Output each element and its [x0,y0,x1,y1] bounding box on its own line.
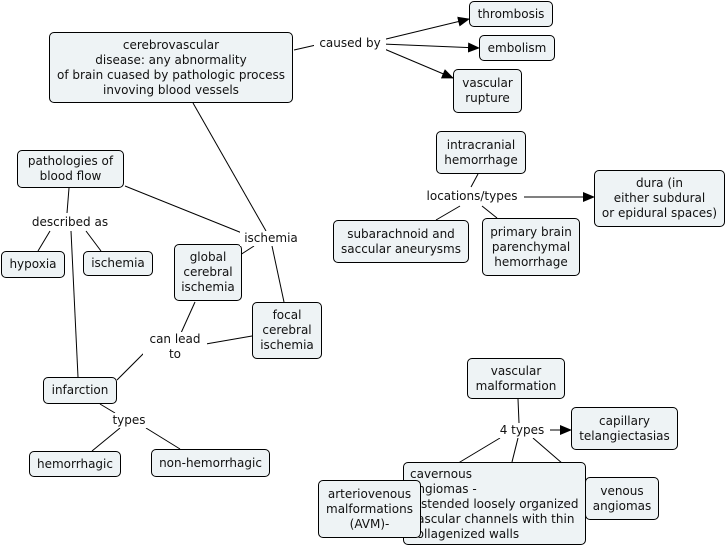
edge-fourtypes-cavernous [511,437,519,463]
edge-intracranial-locations [470,173,479,188]
label-caused-by: caused by [314,36,386,51]
node-ischemia[interactable]: ischemia [83,251,153,276]
edge-locations-subarachnoid [435,205,461,221]
node-vascular-malformation[interactable]: vascular malformation [467,358,565,399]
edge-described-ischemia [85,230,102,252]
node-primary-brain-hemorrhage[interactable]: primary brain parenchymal hemorrhage [482,218,580,276]
node-vascular-rupture[interactable]: vascular rupture [453,69,522,113]
edge-infarction-types [99,403,116,414]
edge-causedby-thrombosis [381,16,470,41]
edge-global-canlead [180,301,196,334]
edge-pathologies-described [66,187,70,214]
node-thrombosis[interactable]: thrombosis [469,1,553,27]
node-hemorrhagic[interactable]: hemorrhagic [29,451,121,477]
edge-cerebro-causedby [293,44,317,51]
label-ischemia-link: ischemia [240,231,302,246]
node-pathologies-of-blood-flow[interactable]: pathologies of blood flow [17,150,124,188]
node-intracranial-hemorrhage[interactable]: intracranial hemorrhage [436,131,526,174]
label-four-types: 4 types [494,423,550,438]
edge-types-hemorrhagic [91,427,121,452]
node-non-hemorrhagic[interactable]: non-hemorrhagic [151,449,270,477]
node-capillary-telangiectasias[interactable]: capillary telangiectasias [571,407,678,450]
edge-focal-canlead [199,335,253,346]
label-types: types [105,413,153,428]
node-cavernous-angiomas[interactable]: cavernous angiomas - distended loosely o… [403,462,586,545]
edge-pathologies-infarction [70,230,79,378]
node-hypoxia[interactable]: hypoxia [1,251,65,278]
node-cerebrovascular-disease[interactable]: cerebrovascular disease: any abnormality… [49,32,293,103]
node-dura[interactable]: dura (in either subdural or epidural spa… [594,170,725,227]
node-infarction[interactable]: infarction [43,377,117,404]
node-arteriovenous-malformations[interactable]: arteriovenous malformations (AVM)- [318,480,421,538]
edge-malformation-fourtypes [517,398,520,424]
label-can-lead-to: can lead to [143,332,207,362]
edge-causedby-embolism [381,42,480,53]
node-embolism[interactable]: embolism [479,35,555,61]
edge-pathologies-ischemia [124,185,243,234]
node-subarachnoid-aneurysms[interactable]: subarachnoid and saccular aneurysms [333,220,469,263]
node-global-cerebral-ischemia[interactable]: global cerebral ischemia [174,244,242,301]
edge-described-hypoxia [37,230,51,252]
label-described-as: described as [27,215,113,230]
edge-ischemia-focal [271,245,285,303]
edge-cerebro-ischemia [192,102,267,232]
edge-ischemia-global [239,245,255,256]
node-focal-cerebral-ischemia[interactable]: focal cerebral ischemia [252,302,322,359]
edge-canlead-infarction [116,350,147,381]
edge-types-nonhemorrhagic [145,427,181,450]
edge-causedby-rupture [381,47,454,79]
node-venous-angiomas[interactable]: venous angiomas [585,477,659,520]
edge-locations-primary [481,205,498,219]
label-locations-types: locations/types [420,189,524,204]
